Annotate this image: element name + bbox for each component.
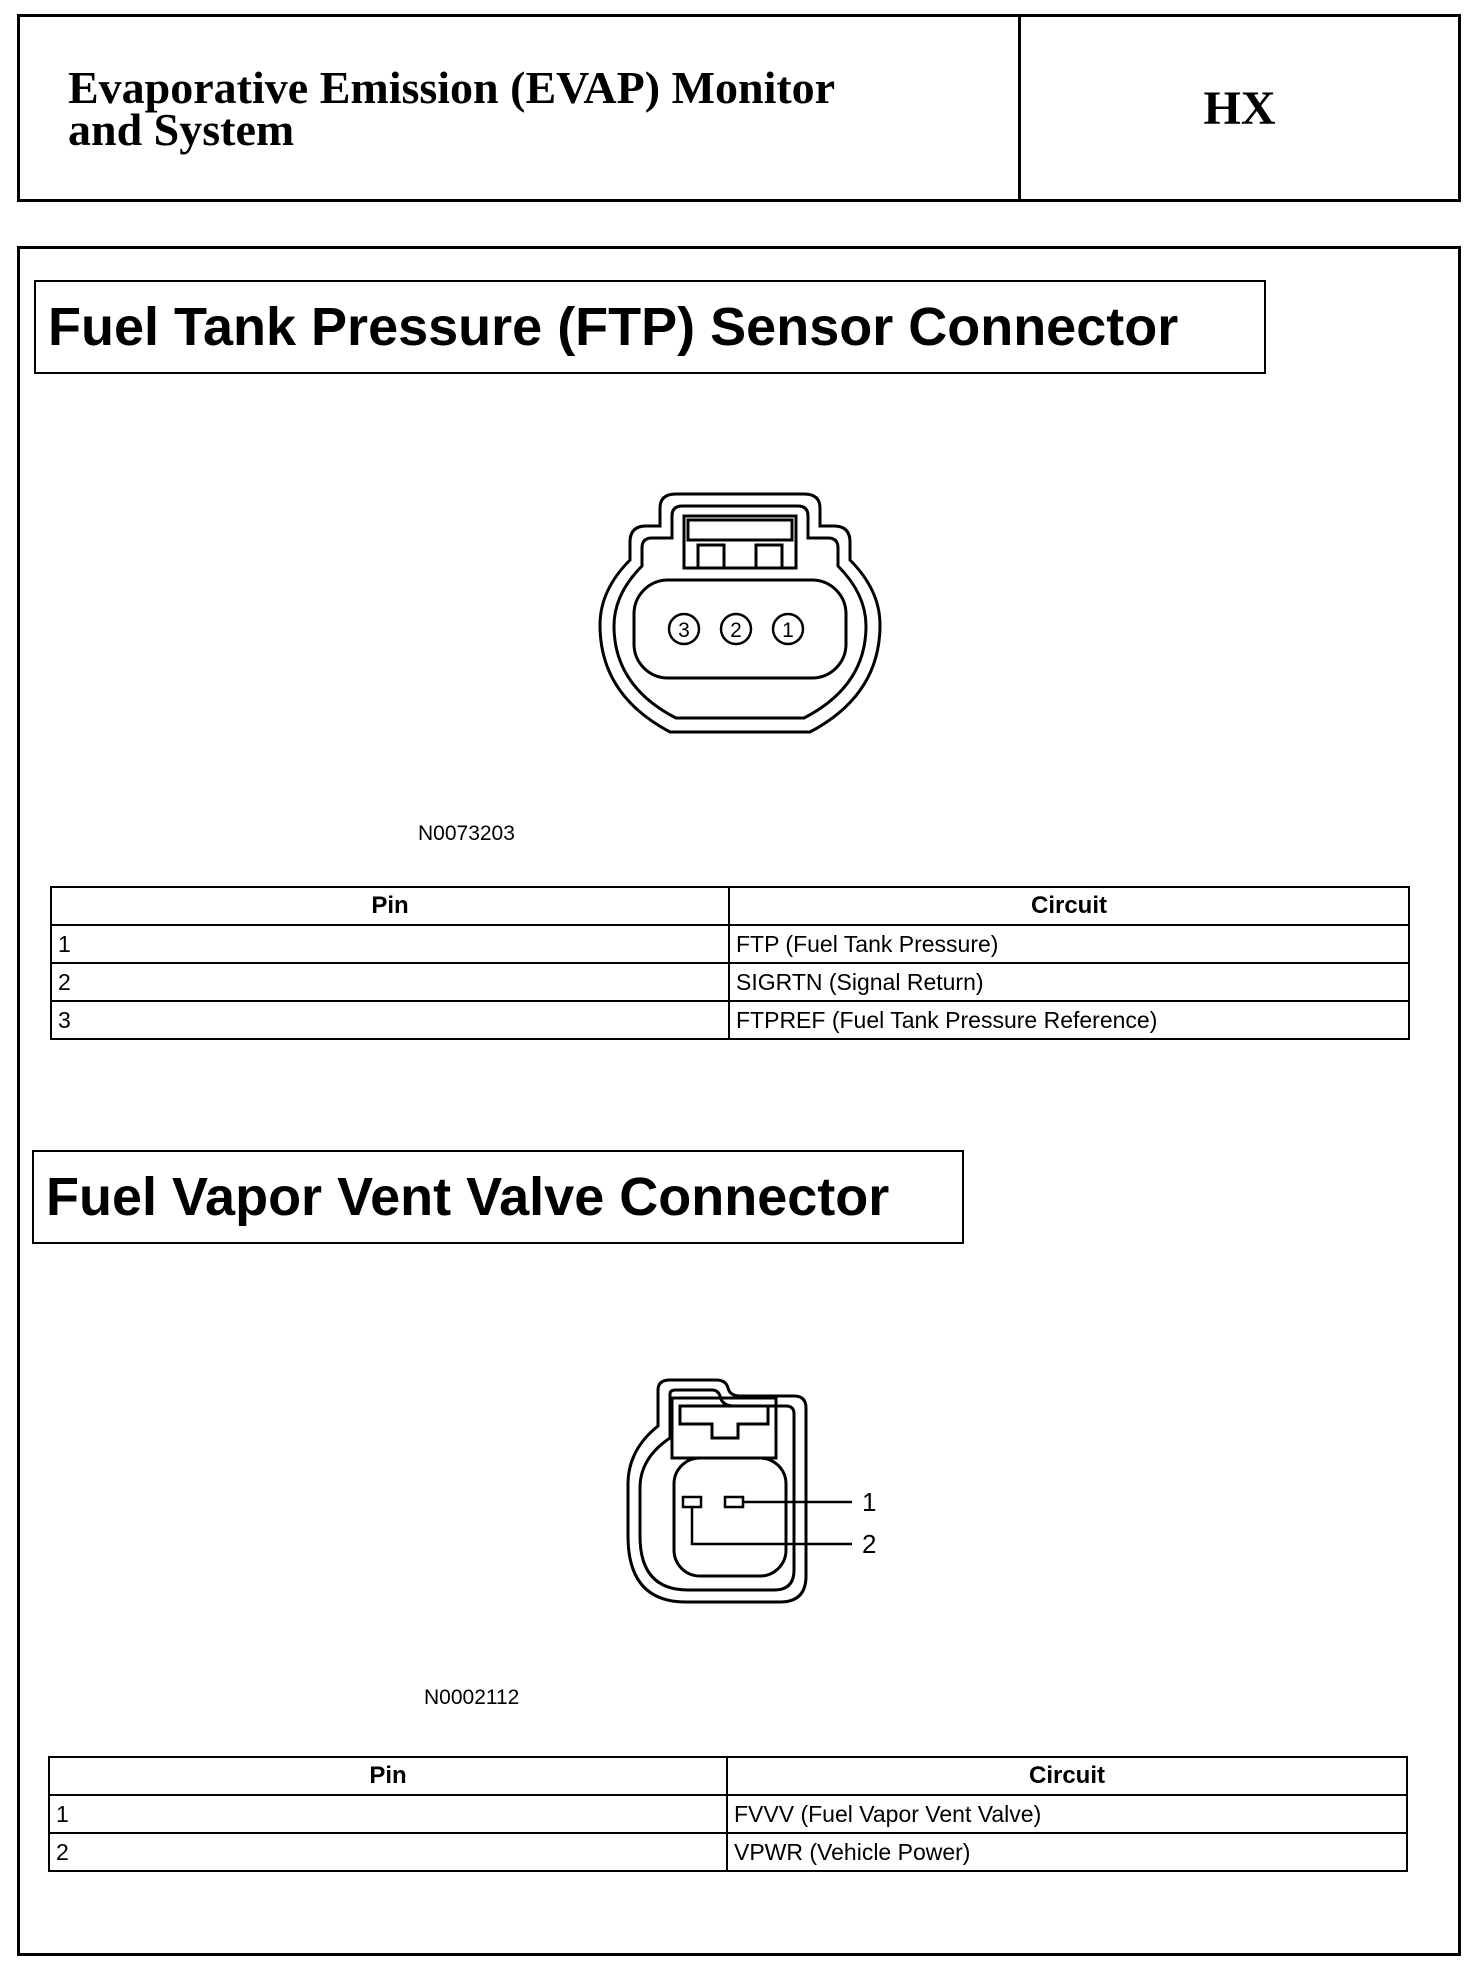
column-header-circuit: Circuit <box>726 1756 1408 1796</box>
table-row: 3 FTPREF (Fuel Tank Pressure Reference) <box>50 1000 1410 1040</box>
ftp-pin-circles: 3 2 1 <box>667 612 805 646</box>
ftp-pin-table: Pin Circuit 1 FTP (Fuel Tank Pressure) 2… <box>50 886 1410 1040</box>
circuit-cell: FTP (Fuel Tank Pressure) <box>728 924 1410 964</box>
table-header-row: Pin Circuit <box>50 886 1410 926</box>
column-header-pin: Pin <box>50 886 730 926</box>
table-row: 1 FTP (Fuel Tank Pressure) <box>50 924 1410 964</box>
ftp-figure-code: N0073203 <box>418 822 515 845</box>
circuit-cell: SIGRTN (Signal Return) <box>728 962 1410 1002</box>
document-title-line2: and System <box>68 104 295 155</box>
table-row: 2 SIGRTN (Signal Return) <box>50 962 1410 1002</box>
pin-cell: 1 <box>50 924 730 964</box>
table-row: 1 FVVV (Fuel Vapor Vent Valve) <box>48 1794 1408 1834</box>
ftp-connector-diagram: 3 2 1 <box>598 492 882 734</box>
ftp-pin-label-2: 2 <box>730 619 742 642</box>
document-code: HX <box>1203 81 1276 135</box>
vent-valve-callout-2: 2 <box>862 1529 876 1559</box>
pin-cell: 3 <box>50 1000 730 1040</box>
header-box: Evaporative Emission (EVAP) Monitor and … <box>17 14 1461 202</box>
pin-cell: 2 <box>50 962 730 1002</box>
circuit-cell: VPWR (Vehicle Power) <box>726 1832 1408 1872</box>
document-title: Evaporative Emission (EVAP) Monitor and … <box>20 17 1021 199</box>
ftp-section-title: Fuel Tank Pressure (FTP) Sensor Connecto… <box>34 280 1266 374</box>
ftp-pin-label-3: 3 <box>678 619 690 642</box>
column-header-pin: Pin <box>48 1756 728 1796</box>
document-title-line1: Evaporative Emission (EVAP) Monitor <box>68 62 836 113</box>
vent-valve-pin-table: Pin Circuit 1 FVVV (Fuel Vapor Vent Valv… <box>48 1756 1408 1872</box>
ftp-pin-label-1: 1 <box>782 619 794 642</box>
vent-valve-figure-code: N0002112 <box>424 1686 520 1709</box>
circuit-cell: FTPREF (Fuel Tank Pressure Reference) <box>728 1000 1410 1040</box>
table-header-row: Pin Circuit <box>48 1756 1408 1796</box>
vent-valve-connector-diagram: 1 2 <box>626 1378 876 1604</box>
table-row: 2 VPWR (Vehicle Power) <box>48 1832 1408 1872</box>
vent-valve-leader-lines <box>690 1500 852 1546</box>
vent-valve-section-title: Fuel Vapor Vent Valve Connector <box>32 1150 964 1244</box>
column-header-circuit: Circuit <box>728 886 1410 926</box>
pin-cell: 1 <box>48 1794 728 1834</box>
vent-valve-callout-1: 1 <box>862 1487 876 1517</box>
main-content <box>17 246 1461 1956</box>
pin-cell: 2 <box>48 1832 728 1872</box>
circuit-cell: FVVV (Fuel Vapor Vent Valve) <box>726 1794 1408 1834</box>
